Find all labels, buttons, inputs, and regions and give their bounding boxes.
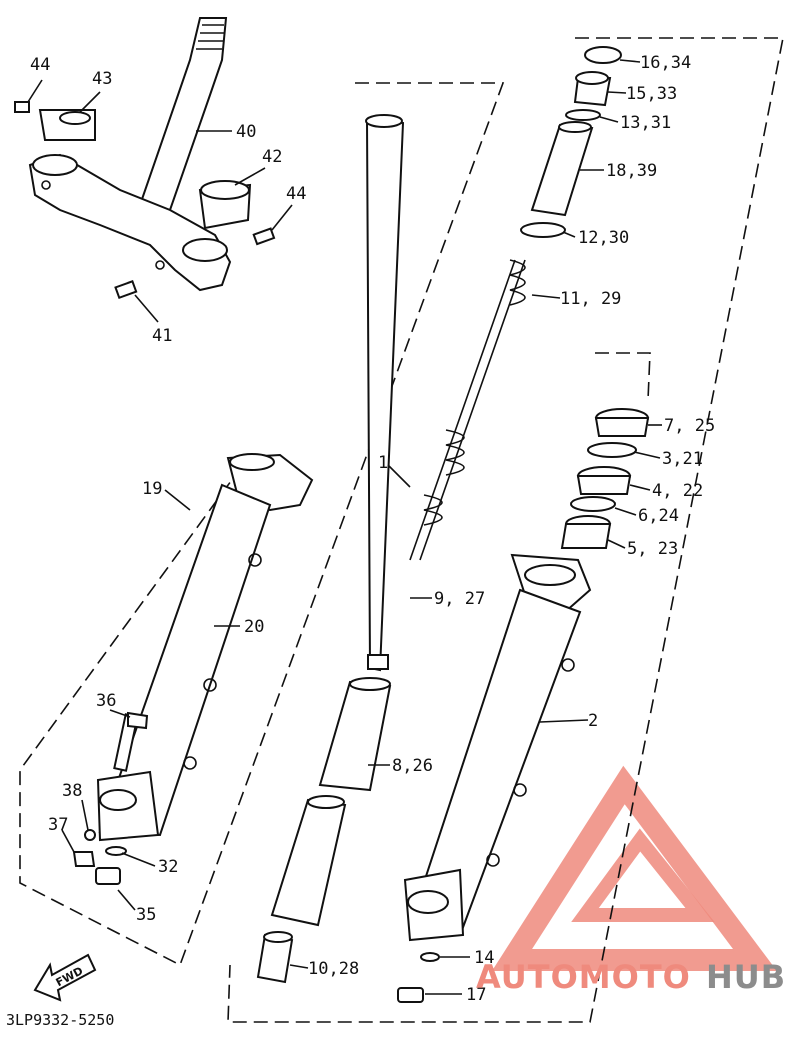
label-18-39: 18,39 xyxy=(606,161,657,181)
right-outer-tube xyxy=(397,553,592,1003)
drawing-code: 3LP9332-5250 xyxy=(6,1011,114,1029)
leader-lines xyxy=(27,59,662,995)
label-11-29: 11, 29 xyxy=(560,289,621,309)
watermark-text-automoto: AUTOMOTO xyxy=(476,958,691,996)
label-19: 19 xyxy=(142,479,162,499)
steering-stem-group xyxy=(14,17,276,300)
left-outer-tube xyxy=(72,453,314,885)
label-2: 2 xyxy=(588,711,598,731)
fwd-arrow: FWD xyxy=(33,953,97,1002)
label-42: 42 xyxy=(262,147,282,167)
label-1: 1 xyxy=(378,453,388,473)
cap-seal-stack xyxy=(520,46,650,549)
label-7-25: 7, 25 xyxy=(664,416,715,436)
label-44-a: 44 xyxy=(30,55,50,75)
label-12-30: 12,30 xyxy=(578,228,629,248)
label-44-b: 44 xyxy=(286,184,306,204)
label-3-21: 3,21 xyxy=(662,449,703,469)
watermark-logo xyxy=(491,765,777,971)
label-10-28: 10,28 xyxy=(308,959,359,979)
label-38: 38 xyxy=(62,781,82,801)
label-15-33: 15,33 xyxy=(626,84,677,104)
label-43: 43 xyxy=(92,69,112,89)
label-36: 36 xyxy=(96,691,116,711)
label-14: 14 xyxy=(474,948,494,968)
label-4-22: 4, 22 xyxy=(652,481,703,501)
label-13-31: 13,31 xyxy=(620,113,671,133)
label-8-26: 8,26 xyxy=(392,756,433,776)
watermark-text-hub: HUB xyxy=(706,958,786,996)
label-35: 35 xyxy=(136,905,156,925)
watermark-text: AUTOMOTO HUB xyxy=(476,958,786,996)
label-9-27: 9, 27 xyxy=(434,589,485,609)
label-16-34: 16,34 xyxy=(640,53,691,73)
label-20: 20 xyxy=(244,617,264,637)
label-32: 32 xyxy=(158,857,178,877)
label-5-23: 5, 23 xyxy=(627,539,678,559)
part-labels: 44 43 40 42 44 41 19 20 36 38 37 32 35 1… xyxy=(30,53,715,1005)
label-17: 17 xyxy=(466,985,486,1005)
label-6-24: 6,24 xyxy=(638,506,679,526)
inner-tube-group xyxy=(256,114,526,984)
label-40: 40 xyxy=(236,122,256,142)
label-41: 41 xyxy=(152,326,172,346)
label-37: 37 xyxy=(48,815,68,835)
group-outlines xyxy=(19,37,784,1023)
